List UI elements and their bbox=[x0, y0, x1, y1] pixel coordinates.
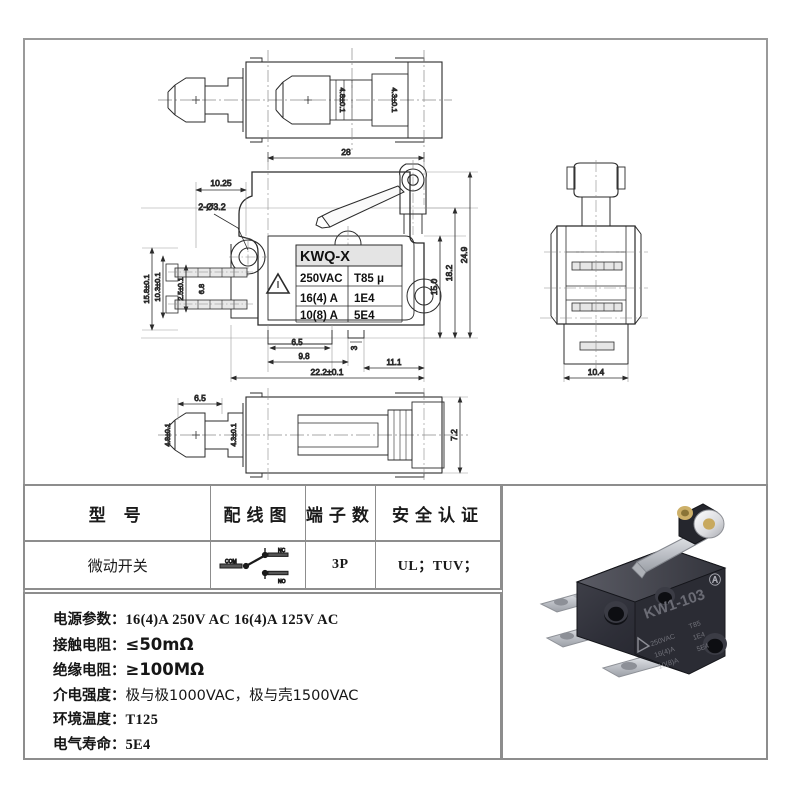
spec-label-0: 电源参数： bbox=[53, 612, 126, 628]
label-r0-left: 250VAC bbox=[300, 273, 343, 285]
wiring-label-com: COM bbox=[225, 559, 237, 565]
table-data-row: 微动开关 COM NC NO bbox=[23, 541, 502, 590]
label-r0-right: T85 μ bbox=[354, 273, 384, 285]
dim-bv-72: 7.2 bbox=[449, 429, 459, 441]
label-block bbox=[265, 244, 403, 323]
photo-body: KW1-103 250VAC T85 16(4)A 1E4 10(8)A 5E4… bbox=[575, 547, 727, 675]
dim-bv-48: 4.8±0.1 bbox=[165, 423, 172, 446]
photo-warning-triangle bbox=[637, 636, 651, 654]
label-r2-left: 10(8) A bbox=[300, 310, 338, 322]
cell-value-terminals: 3P bbox=[332, 557, 349, 572]
table-header-terminals: 端子数 bbox=[305, 486, 377, 540]
svg-text:Ⓐ: Ⓐ bbox=[709, 572, 721, 587]
spec-value-3: 极与极1000VAC，极与壳1500VAC bbox=[125, 687, 359, 704]
side-view: 10.4 bbox=[540, 160, 648, 382]
table-cell-terminals: 3P bbox=[306, 542, 377, 588]
spec-row-2: 绝缘电阻：≥100MΩ bbox=[53, 658, 500, 684]
bottom-view: 6.5 4.8±0.1 4.3±0.1 7.2 bbox=[158, 388, 468, 482]
dim-b-98: 9.8 bbox=[298, 352, 310, 361]
spec-value-5: 5E4 bbox=[125, 736, 151, 753]
label-r1-left: 16(4) A bbox=[300, 293, 338, 305]
dim-1025: 10.25 bbox=[210, 178, 232, 188]
spec-label-1: 接触电阻： bbox=[53, 637, 126, 654]
top-view: 4.8±0.1 4.3±0.1 28 bbox=[158, 48, 452, 162]
dim-150: 15.0 bbox=[429, 278, 439, 295]
dim-103: 10.3±0.1 bbox=[153, 272, 162, 301]
cell-value-model: 微动开关 bbox=[87, 556, 148, 575]
spec-value-4: T125 bbox=[125, 712, 159, 728]
label-block-text: KWQ-X 250VAC T85 μ 16(4) A 1E4 10(8) A 5… bbox=[300, 249, 384, 322]
dim-b-65: 6.5 bbox=[291, 338, 303, 347]
spec-value-1: ≤50mΩ bbox=[125, 634, 194, 654]
product-photo: KW1-103 250VAC T85 16(4)A 1E4 10(8)A 5E4… bbox=[539, 503, 727, 678]
dim-68: 6.8 bbox=[197, 284, 206, 294]
wiring-label-no: NO bbox=[278, 579, 286, 585]
photo-roller bbox=[677, 503, 725, 545]
header-label-terminals: 端子数 bbox=[305, 505, 375, 526]
spec-row-0: 电源参数：16(4)A 250V AC 16(4)A 125V AC bbox=[53, 608, 500, 633]
dim-249: 24.9 bbox=[459, 246, 469, 263]
front-view: 10.25 2-Ø3.2 15.0 18.2 24.9 15.8±0.1 10.… bbox=[141, 158, 478, 382]
table-header-row: 型 号 配线图 端子数 安全认证 bbox=[23, 484, 502, 541]
dim-158: 15.8±0.1 bbox=[142, 274, 151, 303]
dim-2-d32: 2-Ø3.2 bbox=[198, 202, 226, 212]
dim-b-222: 22.2±0.1 bbox=[310, 367, 343, 377]
spec-row-3: 介电强度：极与极1000VAC，极与壳1500VAC bbox=[53, 684, 500, 709]
dim-104: 10.4 bbox=[588, 367, 605, 377]
dim-top-28: 28 bbox=[341, 147, 351, 157]
dim-bv-65: 6.5 bbox=[194, 393, 206, 403]
table-cell-model: 微动开关 bbox=[25, 542, 212, 588]
spec-row-1: 接触电阻：≤50mΩ bbox=[53, 633, 500, 659]
label-r1-right: 1E4 bbox=[354, 293, 375, 305]
table-cell-certs: UL；TUV； bbox=[376, 542, 500, 588]
spec-row-4: 环境温度：T125 bbox=[53, 708, 500, 733]
dim-182: 18.2 bbox=[444, 264, 454, 281]
spec-value-0: 16(4)A 250V AC 16(4)A 125V AC bbox=[125, 612, 339, 628]
spec-label-4: 环境温度： bbox=[53, 712, 126, 728]
spec-value-2: ≥100MΩ bbox=[125, 660, 205, 679]
product-photo-pane: KW1-103 250VAC T85 16(4)A 1E4 10(8)A 5E4… bbox=[502, 484, 768, 760]
dim-b-3: 3 bbox=[350, 345, 359, 350]
spec-row-5: 电气寿命：5E4 bbox=[53, 733, 500, 758]
svg-text:1E4: 1E4 bbox=[692, 631, 706, 642]
dim-25: 2.5±0.1 bbox=[178, 277, 185, 300]
wiring-diagram-icon: COM NC NO bbox=[219, 548, 289, 585]
spec-label-2: 绝缘电阻： bbox=[53, 663, 126, 679]
dim-b-111: 11.1 bbox=[387, 358, 403, 367]
spec-label-5: 电气寿命： bbox=[53, 736, 126, 753]
label-r2-right: 5E4 bbox=[354, 310, 375, 322]
table-header-wiring: 配线图 bbox=[211, 486, 306, 540]
wiring-label-nc: NC bbox=[278, 548, 286, 554]
spec-table: 型 号 配线图 端子数 安全认证 微动开关 COM bbox=[23, 484, 768, 760]
svg-text:5E4: 5E4 bbox=[696, 643, 710, 654]
spec-label-3: 介电强度： bbox=[53, 687, 126, 704]
table-cell-wiring: COM NC NO bbox=[211, 542, 306, 588]
table-header-model: 型 号 bbox=[25, 486, 212, 540]
header-label-wiring: 配线图 bbox=[223, 505, 293, 526]
cell-value-certs: UL；TUV； bbox=[397, 559, 479, 574]
dim-bv-43: 4.3±0.1 bbox=[231, 423, 238, 446]
header-label-model: 型 号 bbox=[88, 505, 147, 526]
table-header-certs: 安全认证 bbox=[376, 486, 500, 540]
header-label-certs: 安全认证 bbox=[392, 505, 484, 526]
specifications-block: 电源参数：16(4)A 250V AC 16(4)A 125V AC 接触电阻：… bbox=[23, 592, 502, 760]
svg-text:T85: T85 bbox=[688, 620, 702, 631]
label-model: KWQ-X bbox=[300, 249, 350, 265]
dim-top-43: 4.3±0.1 bbox=[390, 88, 399, 113]
dim-top-48: 4.8±0.1 bbox=[338, 88, 347, 113]
